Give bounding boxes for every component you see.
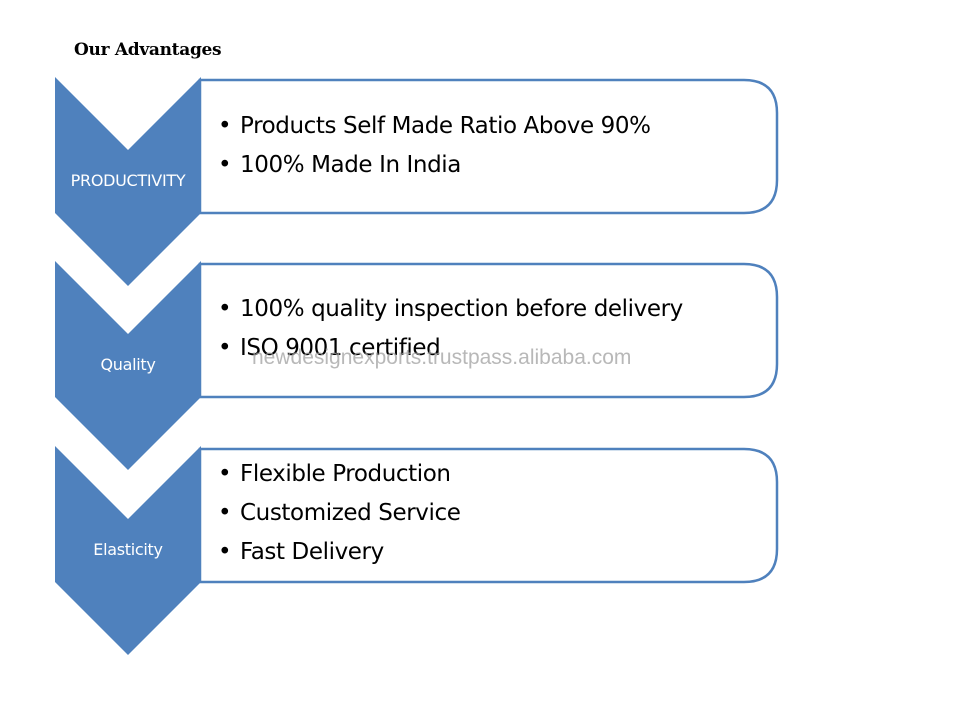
watermark-text: newdesignexports.trustpass.alibaba.com <box>252 346 632 369</box>
step-3-chevron <box>55 446 201 655</box>
bullet-item: Flexible Production <box>218 455 460 494</box>
step-2-label: Quality <box>100 355 156 374</box>
step-1-chevron <box>55 77 201 286</box>
step-3-bullets: Flexible Production Customized Service F… <box>218 455 461 572</box>
step-3-label: Elasticity <box>93 540 163 559</box>
bullet-item: Products Self Made Ratio Above 90% <box>218 107 651 146</box>
step-2-bullets: 100% quality inspection before delivery … <box>218 290 683 368</box>
bullet-item: ISO 9001 certified <box>218 329 683 368</box>
step-1-label: PRODUCTIVITY <box>70 171 186 190</box>
page-title: Our Advantages <box>74 40 222 60</box>
bullet-item: Fast Delivery <box>218 533 460 572</box>
bullet-item: 100% Made In India <box>218 146 651 185</box>
bullet-item: Customized Service <box>218 494 461 533</box>
step-1-bullets: Products Self Made Ratio Above 90% 100% … <box>218 107 651 185</box>
bullet-item: 100% quality inspection before delivery <box>218 290 683 329</box>
step-2-chevron <box>55 261 201 470</box>
